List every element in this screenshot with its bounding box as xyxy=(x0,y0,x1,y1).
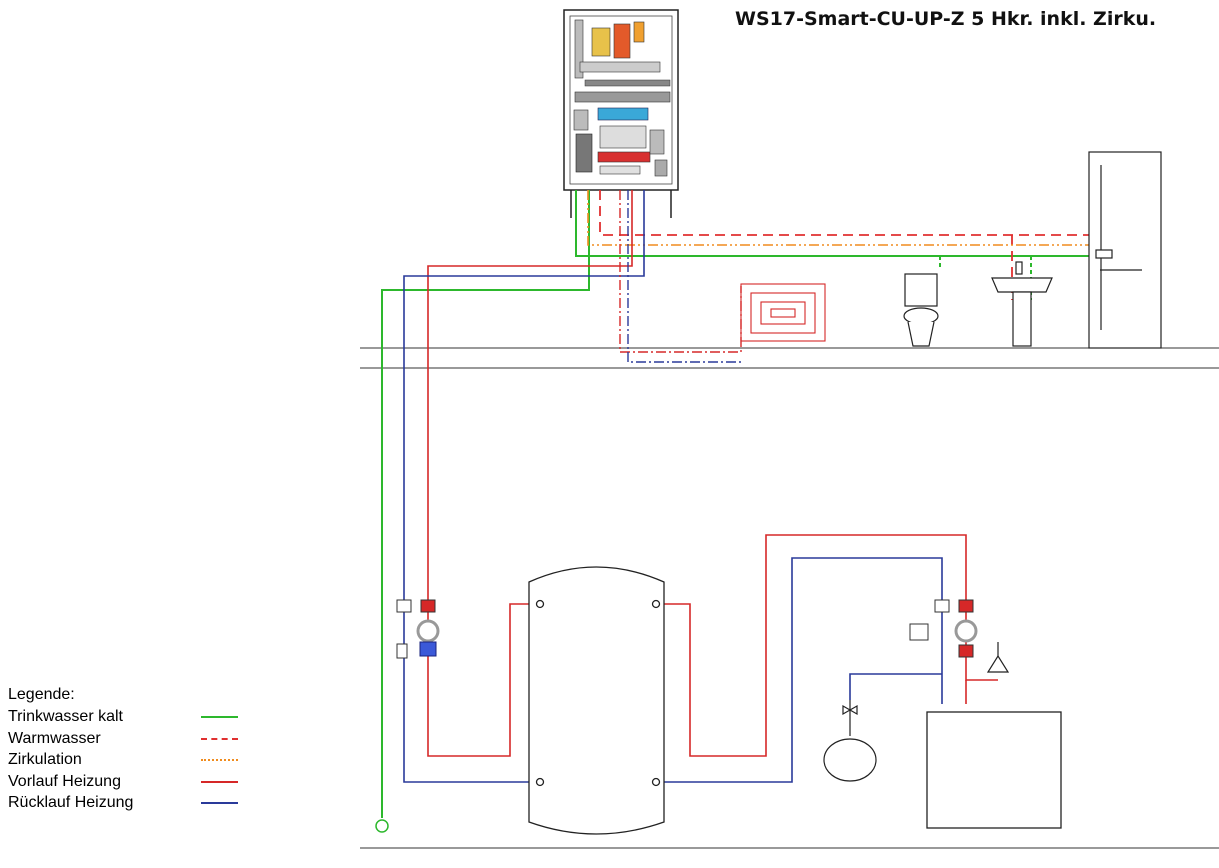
expansion-vessel-icon xyxy=(823,700,877,782)
boiler-icon xyxy=(926,711,1062,829)
legend-item-cold-water: Trinkwasser kalt xyxy=(8,706,248,728)
legend-label: Rücklauf Heizung xyxy=(8,794,134,811)
floor-lines xyxy=(360,347,1219,849)
buffer-tank-icon xyxy=(528,566,665,835)
legend-heading: Legende: xyxy=(8,686,75,703)
diagram-title: WS17-Smart-CU-UP-Z 5 Hkr. inkl. Zirku. xyxy=(735,8,1157,30)
legend: Legende: Trinkwasser kalt Warmwasser Zir… xyxy=(8,684,248,814)
pump-group-left-icon xyxy=(396,599,440,659)
legend-item-heating-supply: Vorlauf Heizung xyxy=(8,771,248,793)
legend-label: Trinkwasser kalt xyxy=(8,708,123,725)
legend-swatch-circulation xyxy=(201,759,238,761)
washbasin-icon xyxy=(991,261,1053,347)
station-unit-icon xyxy=(563,9,679,218)
legend-label: Zirkulation xyxy=(8,751,82,768)
legend-item-circulation: Zirkulation xyxy=(8,749,248,771)
legend-swatch-warm-water xyxy=(201,737,238,740)
safety-valve-icon xyxy=(986,642,1010,673)
legend-item-warm-water: Warmwasser xyxy=(8,728,248,750)
floor-heating-coil-icon xyxy=(740,283,826,342)
legend-label: Vorlauf Heizung xyxy=(8,772,121,790)
legend-item-heating-return: Rücklauf Heizung xyxy=(8,792,248,814)
pump-group-right-icon xyxy=(909,599,978,658)
toilet-icon xyxy=(903,273,939,347)
legend-label: Warmwasser xyxy=(8,729,101,747)
legend-swatch-cold-water xyxy=(201,716,238,718)
legend-swatch-heating-return xyxy=(201,802,238,804)
legend-swatch-heating-supply xyxy=(201,780,238,783)
heating-return-pipe xyxy=(403,190,943,783)
shower-icon xyxy=(1088,151,1162,349)
circulation-pipe xyxy=(587,190,1125,246)
